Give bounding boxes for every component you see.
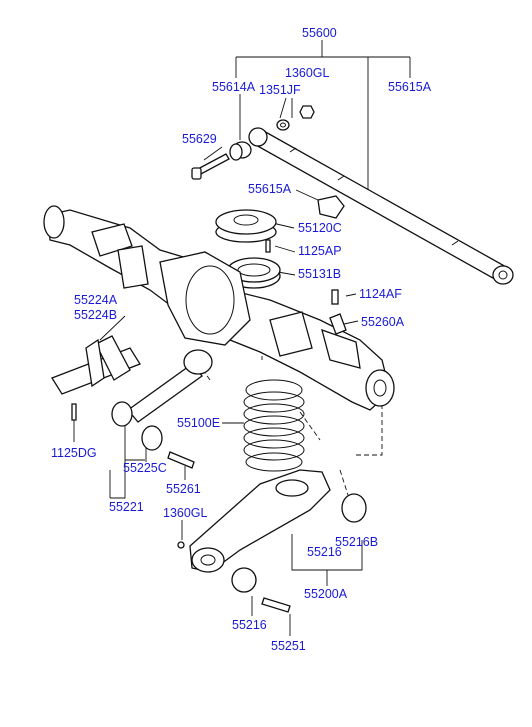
label-1125DG[interactable]: 1125DG: [51, 446, 97, 460]
label-55120C[interactable]: 55120C: [298, 221, 342, 235]
label-55200A[interactable]: 55200A: [304, 587, 348, 601]
trailing-arm: [111, 349, 213, 427]
label-55615A-top[interactable]: 55615A: [388, 80, 432, 94]
label-1360GL-top[interactable]: 1360GL: [285, 66, 330, 80]
spring-seat-upper: [215, 209, 277, 253]
bracket-assembly: [51, 335, 141, 421]
label-55629[interactable]: 55629: [182, 132, 217, 146]
label-55261[interactable]: 55261: [166, 482, 201, 496]
label-55216-bottom[interactable]: 55216: [232, 618, 267, 632]
label-55100E[interactable]: 55100E: [177, 416, 221, 430]
label-55221[interactable]: 55221: [109, 500, 144, 514]
label-55614A[interactable]: 55614A: [212, 80, 256, 94]
bushing-and-bolt: [141, 425, 195, 469]
label-55216B[interactable]: 55216B: [335, 535, 379, 549]
label-1351JF[interactable]: 1351JF: [259, 83, 301, 97]
bump-stop: [317, 195, 345, 219]
label-55615A-mid[interactable]: 55615A: [248, 182, 292, 196]
label-55224A[interactable]: 55224A: [74, 293, 118, 307]
label-55224B[interactable]: 55224B: [74, 308, 118, 322]
label-1360GL-bottom[interactable]: 1360GL: [163, 506, 208, 520]
label-55260A[interactable]: 55260A: [361, 315, 405, 329]
label-55225C[interactable]: 55225C: [123, 461, 167, 475]
label-1124AF[interactable]: 1124AF: [359, 287, 402, 301]
label-55216-mid[interactable]: 55216: [307, 545, 342, 559]
label-55600[interactable]: 55600: [302, 26, 337, 40]
lateral-rod: [248, 127, 514, 285]
lower-control-arm: [177, 469, 367, 613]
label-1125AP[interactable]: 1125AP: [298, 244, 342, 258]
label-55131B[interactable]: 55131B: [298, 267, 342, 281]
coil-spring: [243, 379, 305, 472]
rear-axle-housing: [43, 205, 395, 411]
top-bushings: [191, 105, 315, 180]
label-55251[interactable]: 55251: [271, 639, 306, 653]
